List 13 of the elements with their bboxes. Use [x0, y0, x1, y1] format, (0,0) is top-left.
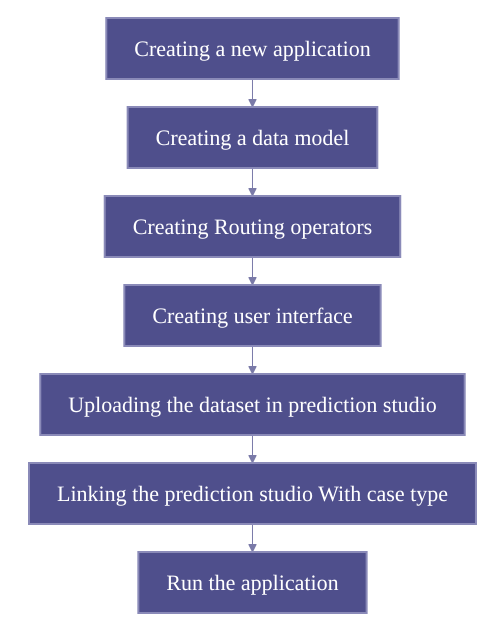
arrow: [248, 256, 256, 286]
arrow: [248, 434, 256, 464]
arrow: [248, 524, 256, 552]
arrow: [248, 78, 256, 108]
arrow: [248, 346, 256, 374]
node-box: Creating a new application: [104, 17, 400, 80]
node-box: Linking the prediction studio With case type: [28, 462, 476, 525]
node-box: Run the application: [136, 551, 368, 614]
node-box: Creating a data model: [126, 106, 378, 169]
node-box: Uploading the dataset in prediction studio: [38, 373, 466, 436]
node-box: Creating Routing operators: [103, 195, 401, 258]
node-box: Creating user interface: [122, 284, 382, 347]
arrow: [248, 168, 256, 196]
